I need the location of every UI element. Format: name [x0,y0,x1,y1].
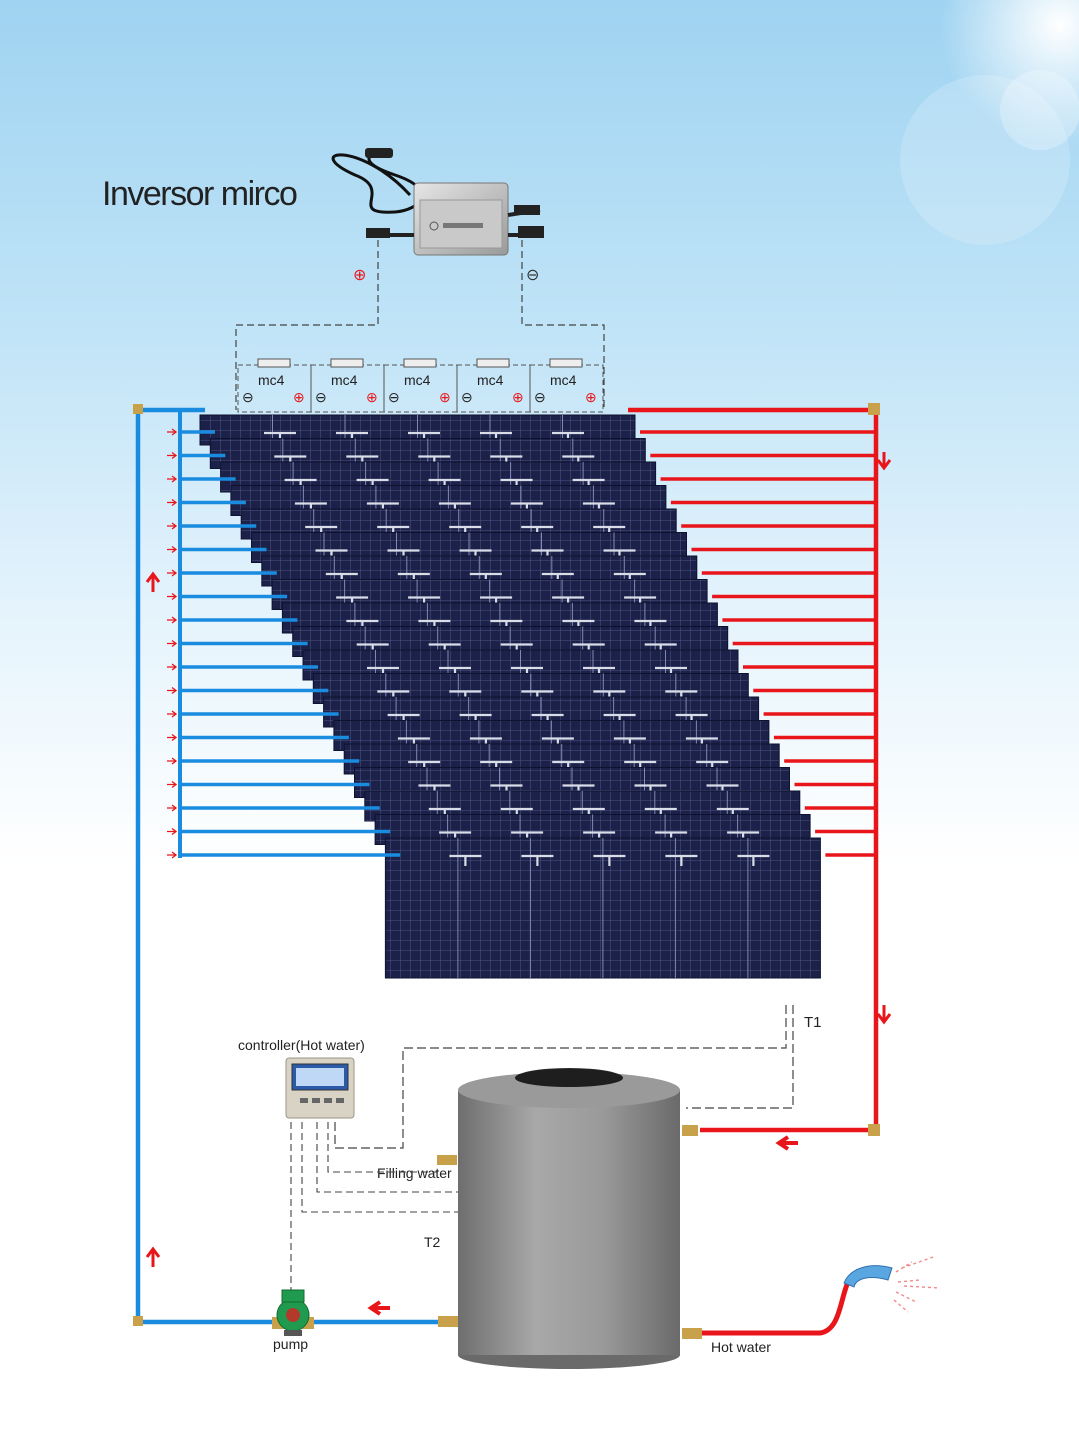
svg-text:⊖: ⊖ [388,389,400,405]
tank-hot-inlet-fitting [682,1125,698,1136]
inflow-arrow-icon [167,428,178,436]
pump-icon [272,1289,314,1336]
inflow-arrow-icon [167,851,178,859]
filling-water-valve [437,1155,457,1165]
diagram-title: Inversor mirco [102,175,297,213]
hot-supply-pipe [628,407,879,1133]
solar-panel [384,837,821,979]
inflow-arrow-icon [167,686,178,695]
sensor-t2-label: T2 [424,1234,441,1250]
shower-head-icon [843,1255,941,1313]
hot-water-outlet-fitting [682,1328,702,1339]
flow-arrow-down-icon [876,1005,892,1025]
svg-text:⊕: ⊕ [366,389,378,405]
svg-text:mc4: mc4 [550,372,577,388]
mc4-connector-row: mc4 ⊖ ⊕ mc4 ⊖ ⊕ mc4 ⊖ ⊕ mc4 ⊖ ⊕ [237,358,604,413]
svg-text:mc4: mc4 [404,372,431,388]
elbow-fitting [133,1316,143,1326]
inflow-arrow-icon [167,733,178,742]
flow-arrow-up-icon [145,1246,161,1267]
mc4-connector: mc4 ⊖ ⊕ [310,358,385,413]
sun-glare [900,0,1079,245]
svg-text:⊕: ⊕ [585,389,597,405]
inflow-arrow-icon [167,639,178,648]
flow-arrow-left-icon [367,1300,390,1316]
inverter-plus-sign: ⊕ [353,267,366,284]
svg-text:⊕: ⊕ [439,389,451,405]
svg-text:mc4: mc4 [258,372,285,388]
controller-icon [285,1057,355,1119]
pump-label: pump [273,1336,308,1352]
elbow-fitting [868,1124,880,1136]
inflow-arrow-icon [167,545,178,554]
inflow-arrow-icon [167,475,178,483]
sensor-t1-label: T1 [804,1014,822,1031]
flow-arrow-down-icon [876,452,892,471]
sensor-t1-wire [334,1005,794,1149]
inflow-arrow-icon [167,757,178,765]
inverter-wiring [235,240,605,410]
hot-water-manifold [640,430,876,857]
inflow-arrow-icon [167,522,178,530]
inflow-arrow-icon [167,498,178,507]
svg-text:⊖: ⊖ [315,389,327,405]
solar-panel-stack [199,414,821,979]
controller-wiring [290,1122,458,1290]
svg-text:⊕: ⊕ [512,389,524,405]
elbow-fitting [868,403,880,415]
elbow-fitting [133,404,143,414]
svg-text:mc4: mc4 [477,372,504,388]
inflow-arrow-icon [167,804,178,812]
inflow-arrow-icon [167,592,178,601]
water-tank [458,1068,680,1369]
tank-cold-outlet-fitting [438,1316,458,1327]
flow-arrow-up-icon [145,571,161,592]
inflow-arrow-icon [167,616,178,624]
svg-text:mc4: mc4 [331,372,358,388]
inflow-arrow-icon [167,451,178,460]
svg-text:⊖: ⊖ [242,389,254,405]
filling-water-label: Filling water [377,1165,452,1181]
svg-text:⊕: ⊕ [293,389,305,405]
flow-arrow-left-icon [775,1135,798,1151]
hot-water-label: Hot water [711,1339,771,1355]
svg-text:⊖: ⊖ [461,389,473,405]
microinverter-icon [331,148,544,256]
inflow-arrow-icon [167,827,178,836]
inflow-arrow-icon [167,710,178,718]
mc4-connector: mc4 ⊖ ⊕ [237,358,312,413]
mc4-connector: mc4 ⊖ ⊕ [529,358,604,413]
svg-text:⊖: ⊖ [534,389,546,405]
inflow-arrow-icon [167,569,178,577]
cold-water-manifold [167,410,401,859]
mc4-connector: mc4 ⊖ ⊕ [383,358,458,413]
controller-label: controller(Hot water) [238,1037,365,1053]
inflow-arrow-icon [167,780,178,789]
mc4-connector: mc4 ⊖ ⊕ [456,358,531,413]
inflow-arrow-icon [167,663,178,671]
hot-water-hose [702,1280,851,1336]
inverter-minus-sign: ⊖ [526,267,539,284]
